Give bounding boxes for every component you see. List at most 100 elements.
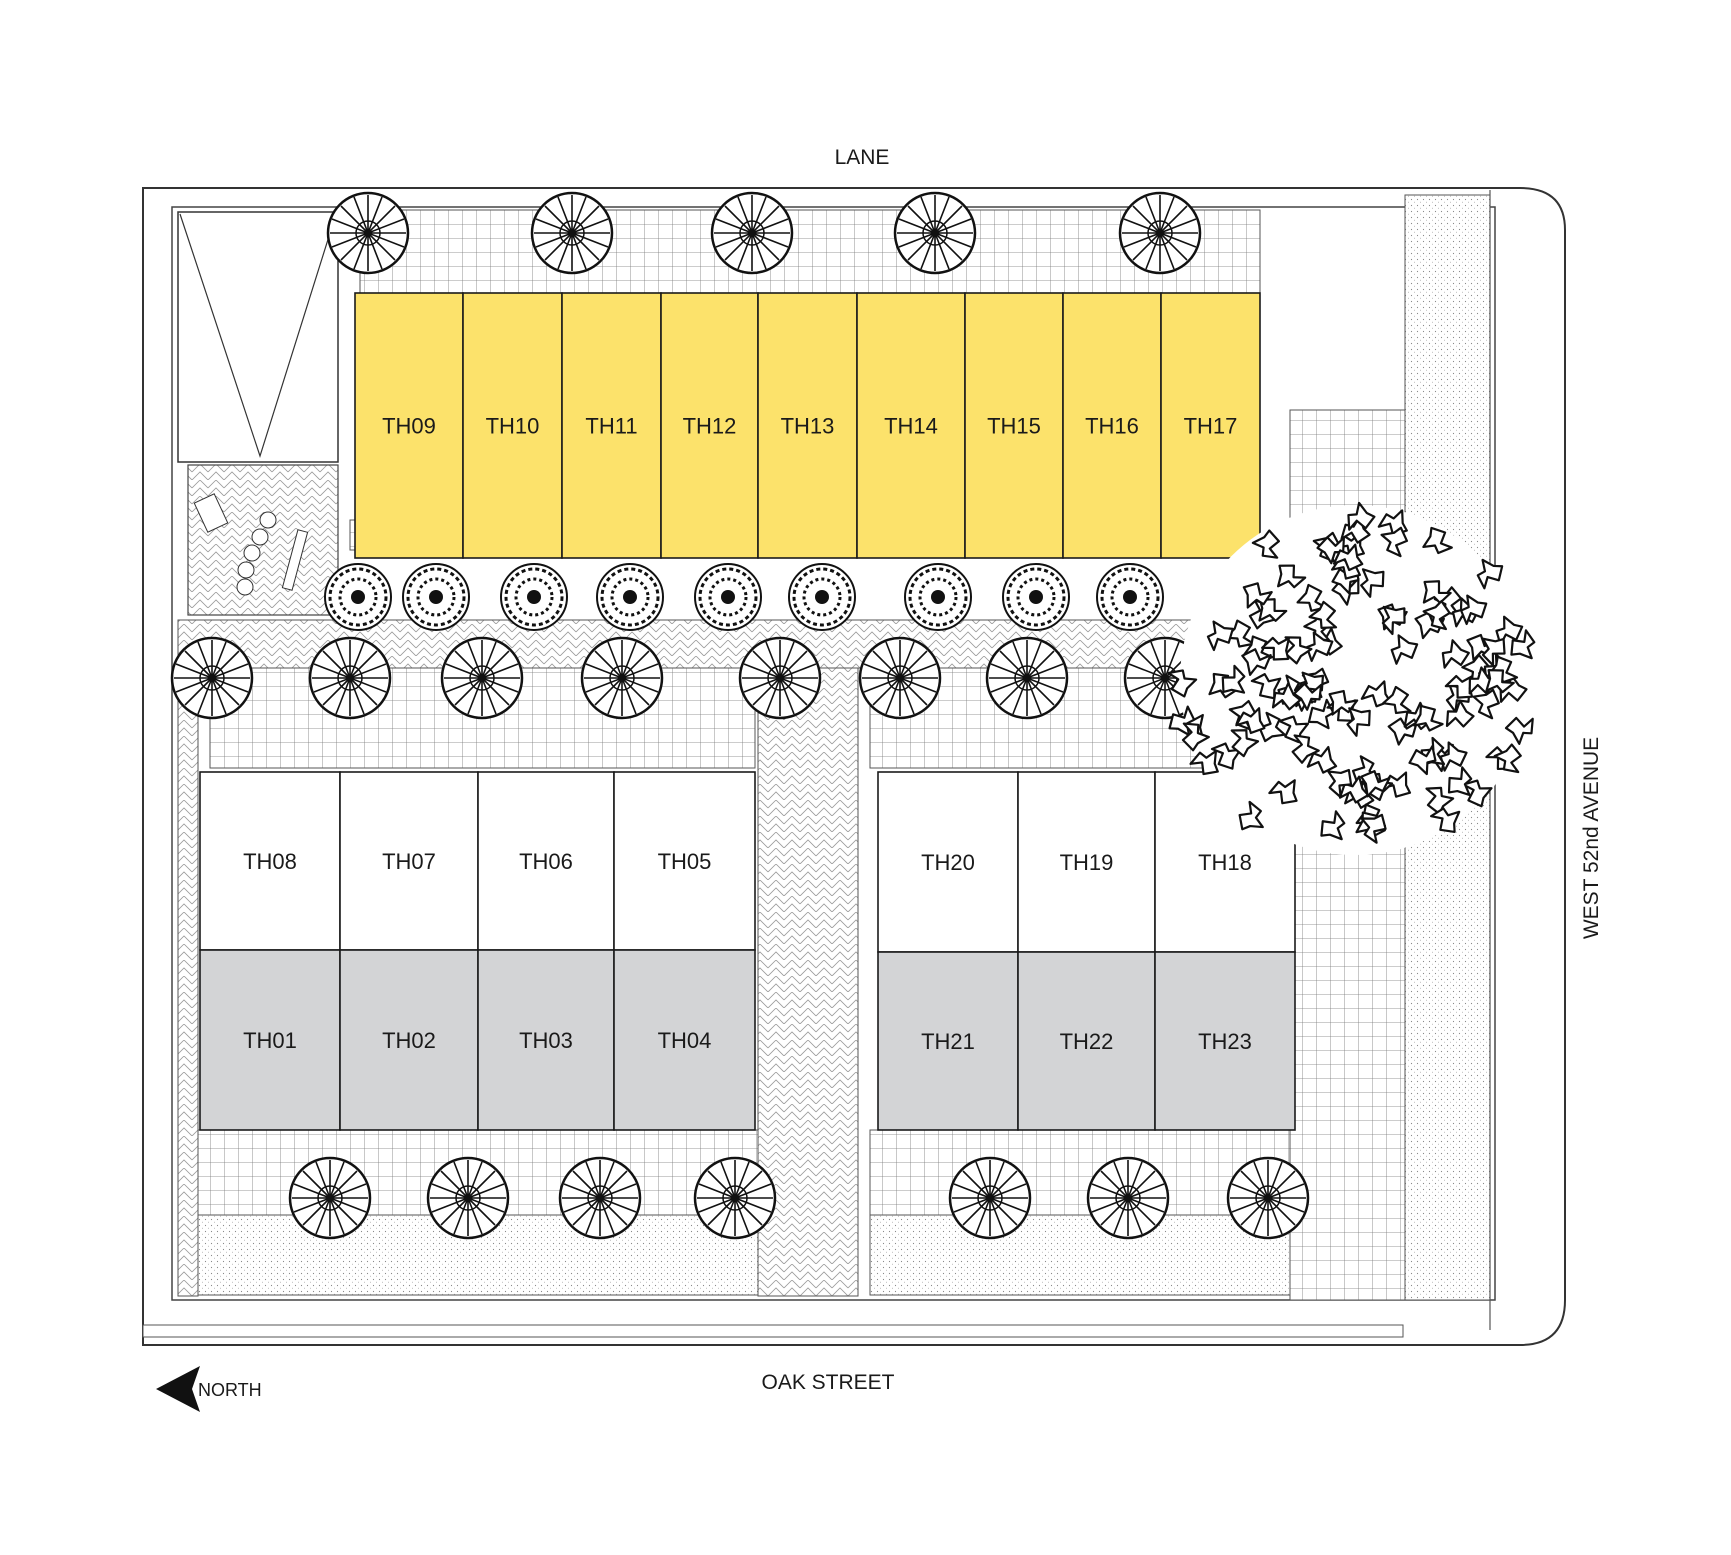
unit-th01[interactable]: TH01 (199, 949, 341, 1131)
shrub-icon (1095, 562, 1165, 632)
play-area (177, 211, 339, 616)
unit-th11[interactable]: TH11 (561, 292, 662, 559)
tree-leaf-mark (1493, 743, 1522, 774)
unit-footprint (477, 949, 615, 1131)
unit-label: TH22 (1060, 1029, 1114, 1054)
tree-leaf-mark (1485, 669, 1515, 694)
shrub-icon (499, 562, 569, 632)
tree-leaf-mark (1251, 529, 1280, 559)
tree-leaf-mark (1447, 766, 1473, 796)
tree-leaf-mark (1291, 734, 1320, 764)
tree-icon (426, 1156, 510, 1240)
unit-th02[interactable]: TH02 (339, 949, 479, 1131)
tree-leaf-mark (1320, 810, 1346, 841)
tree-leaf-mark (1462, 779, 1493, 808)
shrub-icon (787, 562, 857, 632)
unit-label: TH10 (486, 414, 540, 439)
tree-icon (948, 1156, 1032, 1240)
north-label: NORTH (198, 1380, 262, 1400)
unit-th06[interactable]: TH06 (477, 771, 615, 951)
unit-footprint (964, 292, 1064, 559)
unit-label: TH13 (781, 414, 835, 439)
tree-leaf-mark (1360, 770, 1391, 798)
unit-footprint (462, 292, 563, 559)
unit-th05[interactable]: TH05 (613, 771, 756, 951)
unit-th14[interactable]: TH14 (856, 292, 966, 559)
unit-th09[interactable]: TH09 (354, 292, 464, 559)
tree-leaf-mark (1347, 501, 1376, 531)
north-arrow-icon (156, 1366, 200, 1412)
unit-footprint (856, 292, 966, 559)
tree-leaf-mark (1332, 543, 1364, 572)
tree-leaf-mark (1495, 615, 1524, 646)
tree-icon (1086, 1156, 1170, 1240)
unit-label: TH21 (921, 1029, 975, 1054)
tree-icon (710, 191, 794, 275)
unit-th20[interactable]: TH20 (877, 771, 1019, 953)
shrub-icon (1001, 562, 1071, 632)
tree-icon (893, 191, 977, 275)
unit-label: TH16 (1085, 414, 1139, 439)
tree-leaf-mark (1460, 594, 1488, 626)
unit-th16[interactable]: TH16 (1062, 292, 1162, 559)
unit-th04[interactable]: TH04 (613, 949, 756, 1131)
unit-th07[interactable]: TH07 (339, 771, 479, 951)
tree-leaf-mark (1425, 786, 1455, 815)
unit-label: TH06 (519, 849, 573, 874)
tree-leaf-mark (1278, 715, 1310, 744)
tree-icon (1226, 1156, 1310, 1240)
unit-th19[interactable]: TH19 (1017, 771, 1156, 953)
unit-th17[interactable]: TH17 (1160, 292, 1261, 559)
unit-label: TH09 (382, 414, 436, 439)
tree-leaf-mark (1476, 558, 1504, 590)
street-label-west-52nd: WEST 52nd AVENUE (1580, 737, 1603, 939)
unit-th22[interactable]: TH22 (1017, 951, 1156, 1131)
tree-leaf-mark (1346, 707, 1371, 737)
north-arrow: NORTH (156, 1366, 262, 1412)
unit-th23[interactable]: TH23 (1154, 951, 1296, 1131)
tree-leaf-mark (1327, 768, 1353, 799)
unit-th08[interactable]: TH08 (199, 771, 341, 951)
unit-label: TH11 (585, 414, 637, 439)
shrub-icon (401, 562, 471, 632)
tree-leaf-mark (1268, 779, 1298, 805)
tree-leaf-mark (1250, 673, 1282, 700)
unit-th10[interactable]: TH10 (462, 292, 563, 559)
unit-footprint (477, 771, 615, 951)
tree-icon (1118, 191, 1202, 275)
tree-leaf-mark (1445, 699, 1475, 728)
tree-icon (858, 636, 942, 720)
shrub-icon (693, 562, 763, 632)
unit-label: TH07 (382, 849, 436, 874)
unit-footprint (199, 949, 341, 1131)
unit-label: TH03 (519, 1028, 573, 1053)
tree-leaf-mark (1235, 707, 1266, 735)
street-label-oak: OAK STREET (761, 1371, 894, 1394)
unit-th21[interactable]: TH21 (877, 951, 1019, 1131)
unit-th15[interactable]: TH15 (964, 292, 1064, 559)
unit-label: TH20 (921, 850, 975, 875)
tree-leaf-mark (1472, 688, 1500, 720)
unit-label: TH18 (1198, 850, 1252, 875)
unit-footprint (561, 292, 662, 559)
unit-th12[interactable]: TH12 (660, 292, 759, 559)
unit-footprint (877, 951, 1019, 1131)
unit-label: TH15 (987, 414, 1041, 439)
unit-th03[interactable]: TH03 (477, 949, 615, 1131)
tree-leaf-mark (1206, 620, 1234, 652)
tree-leaf-mark (1387, 717, 1418, 746)
tree-leaf-mark (1230, 729, 1260, 758)
tree-leaf-mark (1168, 705, 1196, 737)
tree-leaf-mark (1481, 637, 1506, 667)
unit-label: TH23 (1198, 1029, 1252, 1054)
unit-footprint (877, 771, 1019, 953)
shrub-icon (323, 562, 393, 632)
unit-th13[interactable]: TH13 (757, 292, 858, 559)
tree-icon (288, 1156, 372, 1240)
tree-icon (558, 1156, 642, 1240)
unit-label: TH08 (243, 849, 297, 874)
tree-leaf-mark (1277, 564, 1307, 589)
